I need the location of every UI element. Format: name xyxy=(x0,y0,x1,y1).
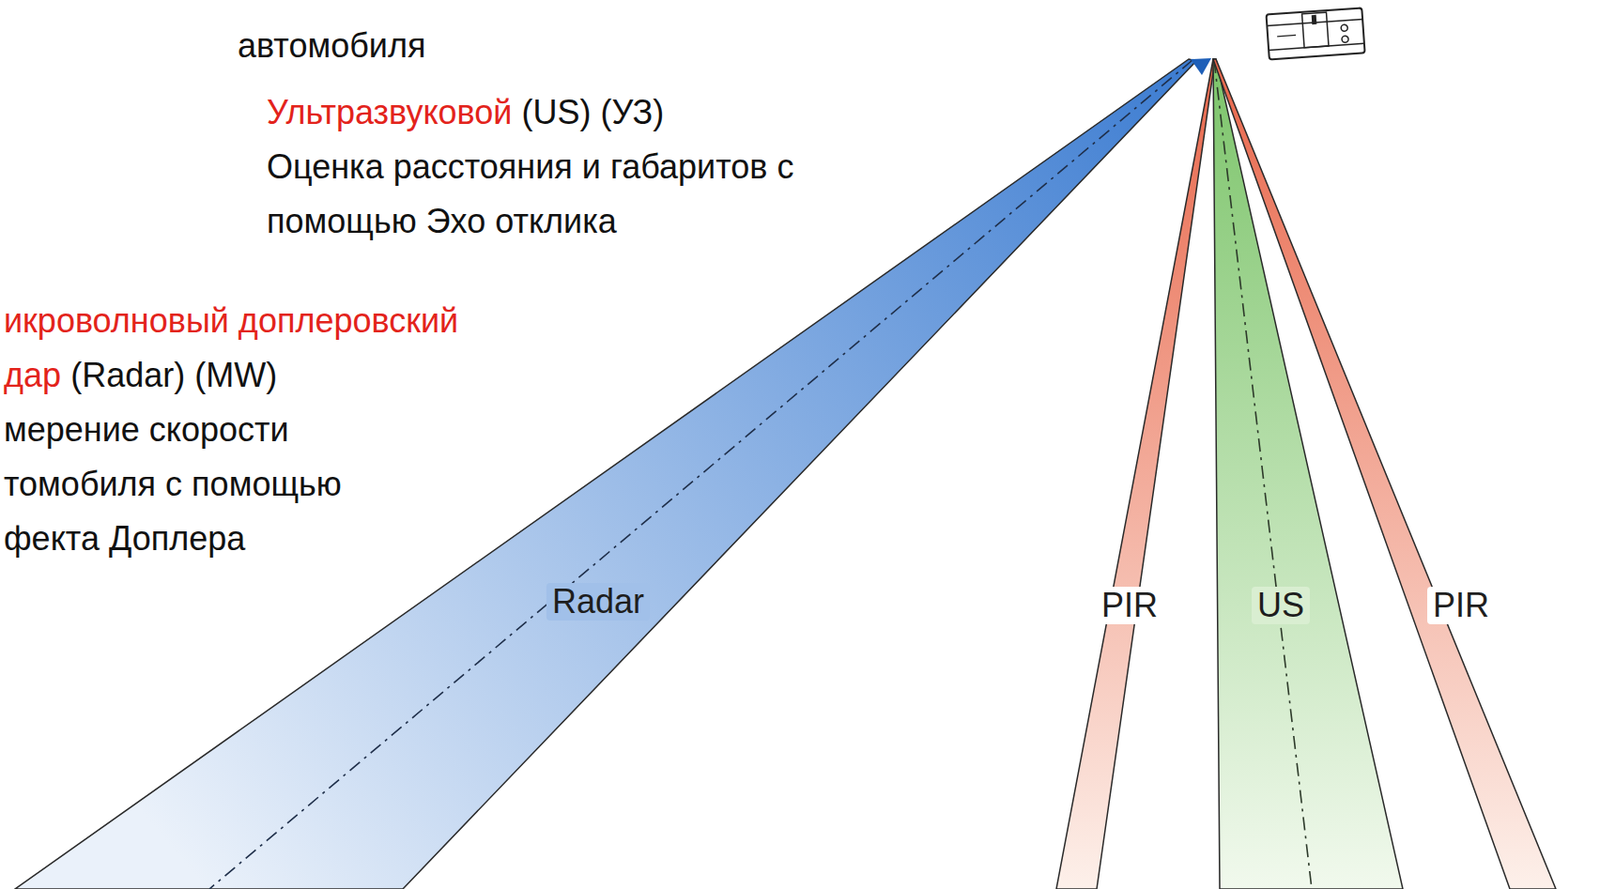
beam-label: US xyxy=(1251,586,1310,625)
pir-beam xyxy=(1213,59,1556,889)
beam-label: PIR xyxy=(1095,586,1164,625)
sensor-device xyxy=(1266,7,1366,60)
text-block: автомобиля xyxy=(237,18,426,74)
description-text: (Radar) (MW) xyxy=(70,355,277,395)
description-text: (US) (УЗ) xyxy=(521,92,664,132)
text-block: Ультразвуковой(US) (УЗ) Оценка расстояния… xyxy=(266,85,800,249)
text-row: Ультразвуковой(US) (УЗ) xyxy=(266,85,800,140)
radar-emitter xyxy=(1190,58,1212,76)
text-row: икроволновый доплеровский дар(Radar) (MW… xyxy=(3,293,465,403)
description-text: Оценка расстояния и габаритов с помощью … xyxy=(266,147,794,241)
text-row: Оценка расстояния и габаритов с помощью … xyxy=(266,139,800,249)
beam-label: PIR xyxy=(1427,586,1495,625)
text-row: мерение скорости томобиля с помощью фект… xyxy=(3,402,348,567)
text-row: автомобиля xyxy=(237,18,426,74)
text-block: икроволновый доплеровский дар(Radar) (MW… xyxy=(3,293,465,567)
pir-beam xyxy=(1056,59,1216,889)
sensor-name: Ультразвуковой xyxy=(266,92,512,132)
beam-label: Radar xyxy=(546,583,650,621)
description-text: автомобиля xyxy=(237,26,426,65)
description-text: мерение скорости томобиля с помощью фект… xyxy=(3,410,342,558)
radar-axis xyxy=(209,60,1193,889)
